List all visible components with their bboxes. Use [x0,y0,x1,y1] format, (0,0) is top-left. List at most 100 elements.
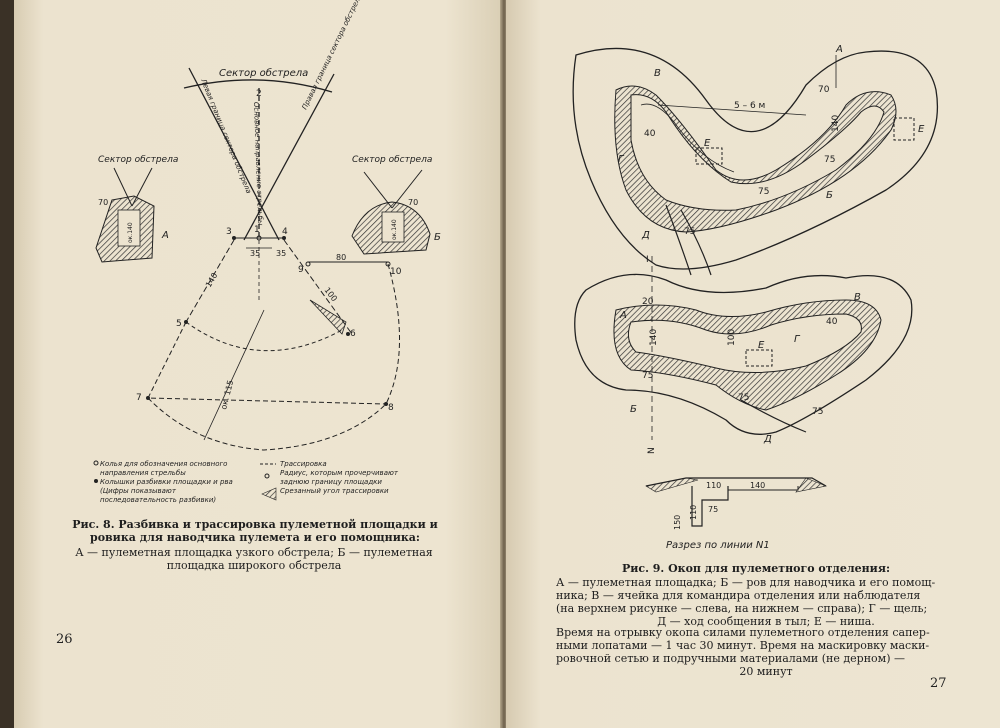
trench-plan-top: В А 70 5 – 6 м 140 40 Г Е Е 75 75 75 Б Д [572,44,939,276]
sector-b-label: Сектор обстрела [352,155,432,165]
time-line: ными лопатами — 1 час 30 минут. Время на… [556,639,930,652]
caption-line: Д — ход сообщения в тыл; Е — ниша. [657,615,875,628]
caption-line: (на верхнем рисунке — слева, на нижнем —… [556,602,928,615]
section-dim-140: 140 [750,481,765,490]
dim-70a: 70 [98,198,108,207]
bottom-label-n: N [647,447,657,454]
point-6: 6 [350,329,356,339]
top-label-g: Г [618,154,625,165]
left-boundary-line [188,67,280,241]
dim-140a: ок.140 [127,222,134,243]
legend-item-stakes: Колья для обозначения основного направле… [100,460,228,477]
bottom-label-d: Д [763,434,772,445]
figure-8-caption-body: А — пулеметная площадка узкого обстрела;… [75,546,433,572]
bottom-label-g: Г [794,334,801,345]
point-8: 8 [388,403,394,413]
distance-line-top [657,104,807,116]
page-number-right: 27 [930,676,947,691]
dim-140b: ок.140 [391,219,398,240]
legend-left: Колья для обозначения основного направле… [88,460,248,505]
bottom-dim-75a: 75 [642,371,653,381]
time-line: Время на отрывку окопа силами пулеметног… [556,626,930,639]
legend-right: Трассировка Радиус, которым прочерчивают… [266,460,426,496]
bottom-label-b: Б [630,404,637,415]
book-gutter [500,0,508,728]
sector-a-label: Сектор обстрела [98,155,178,165]
trench-cross-section: 110 140 150 110 75 Разрез по линии N1 [645,477,828,551]
top-dim-75b: 75 [758,187,769,197]
dim-80: 80 [336,253,346,262]
caption-line: А — пулеметная площадка; Б — ров для нав… [556,576,936,589]
figure-9-diagram: В А 70 5 – 6 м 140 40 Г Е Е 75 75 75 Б Д [572,44,939,551]
label-b: Б [434,232,441,243]
bottom-label-v: В [854,292,861,303]
figure-9-caption-body: А — пулеметная площадка; Б — ров для нав… [556,576,976,628]
point-9: 9 [298,265,304,275]
bottom-label-e: Е [758,340,765,351]
time-line: ровочной сетью и подручными материалами … [556,652,905,665]
dim-35a: 35 [250,249,260,258]
left-boundary-label: Левая граница сектора обстрела [199,77,253,195]
point-4: 4 [282,227,288,237]
dim-100: 100 [322,286,339,304]
caption-line: ника; В — ячейка для командира отделения… [556,589,921,602]
top-dim-75a: 75 [824,155,835,165]
legend-item-cut: Срезанный угол трассировки [280,487,389,495]
point-3: 3 [226,227,232,237]
figure-8-diagram: Сектор обстрела 2 Левая граница сектора … [93,0,441,501]
bottom-dim-75b: 75 [738,393,749,403]
sector-arc [183,79,333,93]
point-10: 10 [390,267,402,277]
dim-115: ок. 115 [219,379,235,410]
bottom-dim-20: 20 [642,297,654,307]
top-dim-75c: 75 [684,227,695,237]
top-dim-70: 70 [818,85,830,95]
top-dim-40: 40 [644,129,656,139]
right-boundary-label: Правая граница сектора обстрела [301,0,364,111]
top-label-b: Б [826,190,833,201]
top-dim-dist: 5 – 6 м [734,101,765,111]
dim-35b: 35 [276,249,286,258]
trench-plan-bottom: I N А 20 140 100 Е Г 40 В 75 Б 75 75 Д [574,255,913,454]
label-a: А [161,230,169,241]
main-direction-label: Основное направление стрельбы [252,102,264,226]
top-label-e: Е [704,138,711,149]
bottom-dim-140: 140 [649,329,659,346]
trace-line-right [283,239,353,335]
top-label-a: А [835,44,843,55]
section-dim-110a: 110 [706,481,721,490]
page-number-left: 26 [56,632,73,647]
figure-9-caption-title: Рис. 9. Окоп для пулеметного отделения: [621,562,891,575]
right-page: В А 70 5 – 6 м 140 40 Г Е Е 75 75 75 Б Д [506,0,1000,728]
sector-top-label: Сектор обстрела [219,67,308,79]
section-dim-150: 150 [673,515,682,530]
point-5: 5 [176,319,182,329]
dim-70b: 70 [408,198,418,207]
bottom-dim-100: 100 [727,329,737,346]
legend-item-trace: Трассировка [280,460,327,468]
top-dim-140: 140 [831,115,841,132]
time-note: Время на отрывку окопа силами пулеметног… [556,626,976,678]
cut-corner [309,299,347,335]
section-label: Разрез по линии N1 [666,540,770,551]
section-dim-75: 75 [708,505,718,514]
point-1: 1 [254,225,260,235]
bottom-label-i: I [646,255,649,265]
top-label-d: Д [641,230,650,241]
trace-line-left [185,239,235,323]
bottom-label-a: А [619,310,627,321]
bottom-dim-40: 40 [826,317,838,327]
figure-8-caption-title: Рис. 8. Разбивка и трассировка пулеметно… [72,518,438,544]
bottom-dim-75c: 75 [812,407,823,417]
legend-item-pegs: Колышки разбивки площадки и рва (Цифры п… [100,478,233,504]
top-label-v: В [654,68,661,79]
point-2: 2 [256,89,262,99]
section-dim-110b: 110 [689,505,698,520]
time-line: 20 минут [739,665,793,678]
point-7: 7 [136,393,142,403]
legend-item-radius: Радиус, которым прочерчивают заднюю гран… [280,469,398,486]
top-label-e2: Е [918,124,925,135]
dim-140: 140 [204,271,219,289]
left-page: Сектор обстрела 2 Левая граница сектора … [14,0,504,728]
